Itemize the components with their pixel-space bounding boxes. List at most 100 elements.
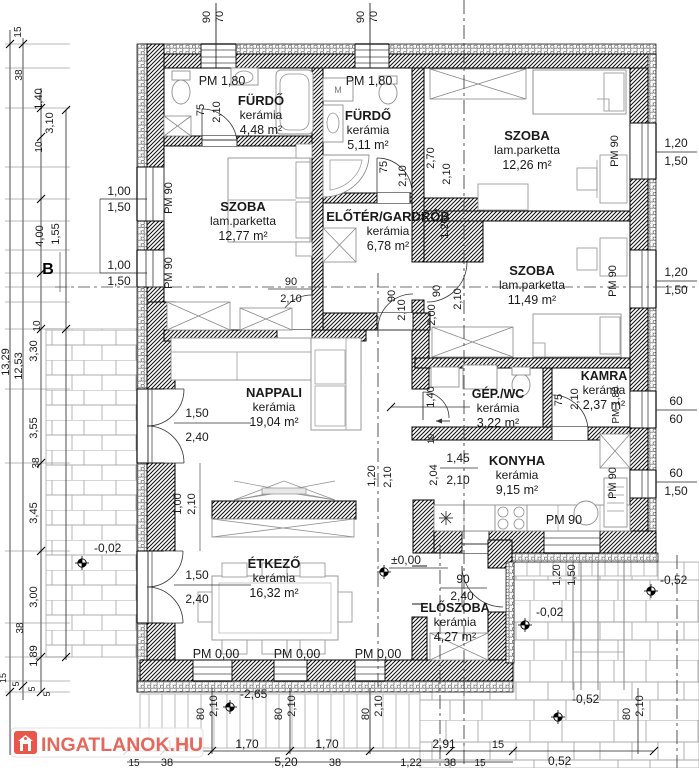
svg-text:80: 80	[621, 708, 633, 720]
svg-text:2,40: 2,40	[450, 589, 474, 603]
svg-text:1,20: 1,20	[664, 265, 688, 279]
svg-text:5: 5	[27, 686, 37, 691]
svg-text:PM 90: PM 90	[163, 257, 175, 289]
svg-text:38: 38	[329, 757, 341, 768]
svg-text:PM 1,80: PM 1,80	[611, 386, 622, 424]
svg-text:PM 90: PM 90	[609, 135, 621, 167]
svg-text:12,53: 12,53	[13, 352, 25, 380]
svg-text:10: 10	[426, 434, 436, 444]
svg-text:SZOBA: SZOBA	[509, 263, 555, 278]
svg-text:KAMRA: KAMRA	[581, 369, 628, 383]
svg-text:2,40: 2,40	[185, 592, 209, 606]
svg-text:1,20: 1,20	[366, 465, 378, 486]
svg-text:PM 1,80: PM 1,80	[199, 74, 246, 88]
svg-text:5: 5	[11, 681, 21, 686]
svg-text:PM 90: PM 90	[163, 182, 175, 214]
svg-text:2,10: 2,10	[441, 163, 453, 184]
svg-text:15: 15	[13, 26, 24, 38]
svg-text:-0,52: -0,52	[660, 573, 688, 587]
svg-text:38: 38	[31, 457, 42, 469]
svg-text:2,10: 2,10	[373, 695, 385, 716]
svg-text:11,49 m²: 11,49 m²	[508, 293, 556, 307]
svg-text:kerámia: kerámia	[253, 400, 296, 414]
svg-text:2,70: 2,70	[425, 147, 437, 168]
svg-text:10: 10	[34, 141, 45, 153]
svg-text:3,10: 3,10	[44, 112, 56, 133]
svg-text:kerámia: kerámia	[347, 123, 390, 137]
svg-text:2,40: 2,40	[185, 430, 209, 444]
svg-text:kerámia: kerámia	[253, 571, 296, 585]
svg-text:2,10: 2,10	[446, 473, 470, 487]
svg-text:1,20: 1,20	[664, 136, 688, 150]
svg-text:13,29: 13,29	[0, 348, 12, 376]
svg-text:1,40: 1,40	[425, 386, 437, 407]
svg-text:M: M	[334, 85, 342, 95]
svg-text:2,04: 2,04	[428, 464, 440, 485]
svg-text:1,50: 1,50	[664, 283, 688, 297]
svg-text:1,20: 1,20	[551, 564, 563, 585]
svg-text:2,91: 2,91	[432, 737, 456, 751]
svg-text:3,55: 3,55	[28, 417, 40, 438]
svg-text:75: 75	[378, 161, 390, 173]
svg-text:1,50: 1,50	[185, 568, 209, 582]
svg-text:2,10: 2,10	[280, 293, 301, 305]
svg-text:-0,52: -0,52	[572, 692, 600, 706]
svg-text:PM 0,00: PM 0,00	[274, 647, 321, 661]
svg-text:ELŐSZOBA: ELŐSZOBA	[420, 600, 489, 615]
svg-text:lam.parketta: lam.parketta	[494, 143, 560, 157]
svg-text:kerámia: kerámia	[367, 224, 410, 238]
svg-text:60: 60	[669, 466, 683, 480]
svg-text:2,10: 2,10	[186, 493, 198, 514]
svg-text:1,50: 1,50	[566, 564, 578, 585]
svg-text:60: 60	[669, 394, 683, 408]
svg-text:38: 38	[15, 622, 26, 634]
svg-text:1,55: 1,55	[50, 223, 62, 244]
svg-text:19,04 m²: 19,04 m²	[249, 415, 298, 429]
svg-text:80: 80	[195, 708, 207, 720]
svg-text:SZOBA: SZOBA	[504, 128, 550, 143]
svg-text:9,15 m²: 9,15 m²	[496, 483, 538, 497]
svg-text:3,30: 3,30	[28, 340, 40, 361]
svg-text:70: 70	[368, 11, 380, 23]
svg-text:1,45: 1,45	[446, 451, 470, 465]
svg-text:3,00: 3,00	[28, 586, 40, 607]
svg-text:1,70: 1,70	[235, 737, 259, 751]
svg-text:75: 75	[553, 394, 565, 406]
svg-text:5,11 m²: 5,11 m²	[347, 138, 388, 152]
svg-text:3,22 m²: 3,22 m²	[477, 416, 519, 430]
svg-text:1,50: 1,50	[664, 484, 688, 498]
svg-text:kerámia: kerámia	[496, 468, 539, 482]
svg-text:90: 90	[285, 276, 297, 288]
svg-text:1,50: 1,50	[107, 274, 131, 288]
svg-text:kerámia: kerámia	[583, 383, 626, 397]
svg-text:ELŐTÉR/GARDRÓB: ELŐTÉR/GARDRÓB	[326, 209, 450, 224]
svg-text:-0,02: -0,02	[94, 541, 122, 555]
svg-text:PM 0,00: PM 0,00	[193, 647, 240, 661]
svg-text:15: 15	[492, 739, 504, 751]
svg-text:90: 90	[456, 572, 470, 586]
svg-text:4,27 m²: 4,27 m²	[434, 630, 476, 644]
svg-text:4,48 m²: 4,48 m²	[240, 123, 282, 137]
svg-text:1,00: 1,00	[107, 258, 131, 272]
svg-text:90: 90	[355, 11, 367, 23]
svg-text:2,10: 2,10	[634, 695, 646, 716]
svg-text:75: 75	[195, 104, 207, 116]
svg-text:1,00: 1,00	[107, 184, 131, 198]
svg-text:2,10: 2,10	[397, 165, 409, 186]
svg-text:PM 90: PM 90	[607, 467, 619, 499]
svg-text:12,26 m²: 12,26 m²	[502, 158, 551, 172]
svg-text:-0,02: -0,02	[536, 605, 564, 619]
svg-text:B: B	[42, 261, 54, 278]
svg-text:2,10: 2,10	[569, 388, 581, 409]
svg-text:1,00: 1,00	[172, 493, 184, 514]
svg-text:3,45: 3,45	[28, 502, 40, 523]
svg-text:KONYHA: KONYHA	[489, 453, 546, 468]
svg-text:2,10: 2,10	[382, 466, 394, 487]
svg-text:±0,00: ±0,00	[391, 553, 421, 567]
svg-text:2,10: 2,10	[286, 695, 298, 716]
svg-text:2,10: 2,10	[396, 299, 408, 320]
svg-text:1,50: 1,50	[107, 200, 131, 214]
svg-text:lam.parketta: lam.parketta	[210, 214, 276, 228]
svg-text:1,20: 1,20	[439, 217, 451, 238]
svg-text:GÉP./WC: GÉP./WC	[472, 386, 525, 401]
